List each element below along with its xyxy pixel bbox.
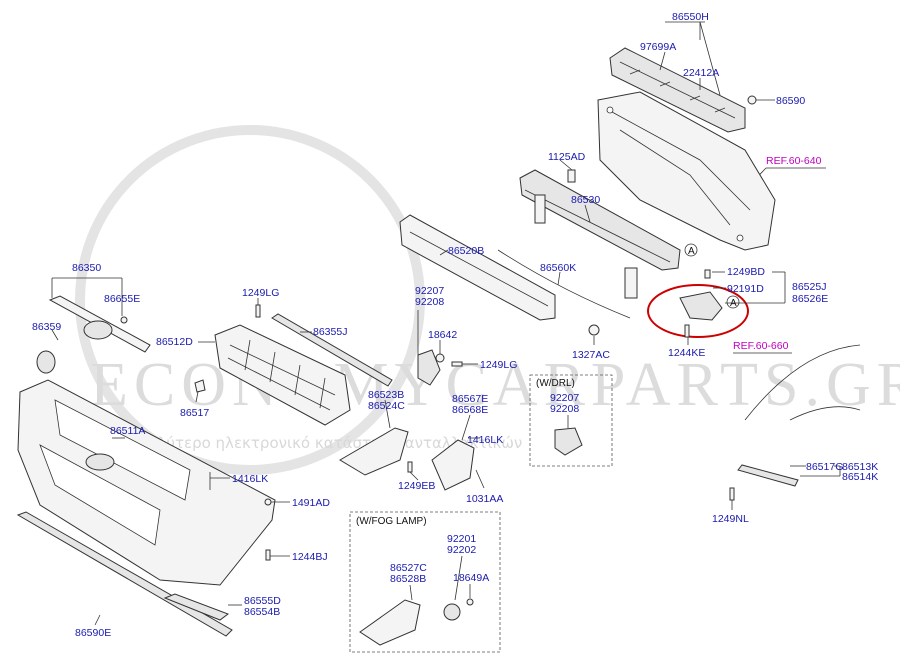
label-86568E[interactable]: 86568E (452, 404, 488, 416)
label-1249LG-b[interactable]: 1249LG (480, 359, 517, 371)
label-97699A[interactable]: 97699A (640, 41, 676, 53)
nut-1327ac-icon (588, 324, 600, 336)
radiator-grille-86512d (214, 324, 351, 426)
label-86655E[interactable]: 86655E (104, 293, 140, 305)
label-92208-b[interactable]: 92208 (550, 403, 579, 415)
front-end-carrier (597, 91, 776, 251)
lower-lip-86590e (16, 511, 233, 637)
label-18649A[interactable]: 18649A (453, 572, 489, 584)
label-18642[interactable]: 18642 (428, 329, 457, 341)
screw-1244bj-icon (265, 549, 271, 561)
emblem-badge (36, 350, 56, 374)
label-1416LK-a[interactable]: 1416LK (467, 434, 503, 446)
highlight-circle (647, 284, 749, 338)
label-1244BJ[interactable]: 1244BJ (292, 551, 328, 563)
label-1416LK-b[interactable]: 1416LK (232, 473, 268, 485)
label-1249EB[interactable]: 1249EB (398, 480, 435, 492)
foam-absorber-86520b (399, 214, 556, 321)
watermark: ECONOMYCARPARTS.GR το μεγαλύτερο ηλεκτρο… (75, 125, 900, 475)
label-92207-a[interactable]: 92207 (415, 285, 444, 297)
clip-1249eb-icon (407, 461, 413, 473)
ref-60-640[interactable]: REF.60-640 (766, 155, 822, 167)
emblem-molding-86350 (48, 295, 151, 353)
label-86359[interactable]: 86359 (32, 321, 61, 333)
bolt-1125ad-icon (567, 169, 576, 183)
label-92201[interactable]: 92201 (447, 533, 476, 545)
fog-lamp-assy (359, 598, 474, 646)
fog-cover-86567e (431, 439, 475, 491)
label-92207-b[interactable]: 92207 (550, 392, 579, 404)
label-86513K[interactable]: 86513K (842, 461, 878, 473)
bracket-86525j (679, 269, 723, 338)
label-92191D[interactable]: 92191D (727, 283, 764, 295)
label-86520B[interactable]: 86520B (448, 245, 484, 257)
watermark-tagline: το μεγαλύτερο ηλεκτρονικό κατάστημα αντα… (98, 434, 522, 452)
fender-outline (744, 344, 861, 421)
label-86523B[interactable]: 86523B (368, 389, 404, 401)
label-86590[interactable]: 86590 (776, 95, 805, 107)
label-1249BD[interactable]: 1249BD (727, 266, 765, 278)
label-92202[interactable]: 92202 (447, 544, 476, 556)
label-1327AC[interactable]: 1327AC (572, 349, 610, 361)
screw-1249lg-b-icon (451, 361, 463, 367)
label-86512D[interactable]: 86512D (156, 336, 193, 348)
label-86525J[interactable]: 86525J (792, 281, 826, 293)
label-86528B[interactable]: 86528B (390, 573, 426, 585)
label-86526E[interactable]: 86526E (792, 293, 828, 305)
label-86514K[interactable]: 86514K (842, 471, 878, 483)
callout-a-1 (684, 243, 698, 257)
screw-1249nl-icon (729, 487, 735, 501)
callout-a-2-text: A (730, 298, 737, 309)
bumper-beam-86530 (519, 169, 681, 299)
label-86550H[interactable]: 86550H (672, 11, 709, 23)
label-86517[interactable]: 86517 (180, 407, 209, 419)
label-86517G[interactable]: 86517G (806, 461, 843, 473)
label-1491AD[interactable]: 1491AD (292, 497, 330, 509)
label-86355J[interactable]: 86355J (313, 326, 347, 338)
label-86524C[interactable]: 86524C (368, 400, 405, 412)
drl-box (529, 374, 613, 467)
fog-lamp-box-title: (W/FOG LAMP) (356, 516, 427, 527)
clip-86517-icon (194, 379, 206, 393)
label-86350[interactable]: 86350 (72, 262, 101, 274)
label-86530[interactable]: 86530 (571, 194, 600, 206)
label-86554B[interactable]: 86554B (244, 606, 280, 618)
label-86555D[interactable]: 86555D (244, 595, 281, 607)
label-1249NL[interactable]: 1249NL (712, 513, 749, 525)
label-86590E[interactable]: 86590E (75, 627, 111, 639)
label-1244KE[interactable]: 1244KE (668, 347, 705, 359)
garnish-86555d (163, 593, 230, 621)
screw-1491ad-icon (264, 498, 272, 506)
label-86527C[interactable]: 86527C (390, 562, 427, 574)
ref-60-660[interactable]: REF.60-660 (733, 340, 789, 352)
label-1125AD[interactable]: 1125AD (548, 151, 586, 163)
callout-a-2 (726, 295, 740, 309)
screw-1249lg-a-icon (255, 304, 261, 318)
fog-cover-86523b (339, 427, 409, 476)
callout-a-1-text: A (688, 246, 695, 257)
label-86511A[interactable]: 86511A (110, 425, 145, 437)
clip-86590-icon (747, 95, 757, 105)
label-92208-a[interactable]: 92208 (415, 296, 444, 308)
drl-box-title: (W/DRL) (536, 378, 575, 389)
fog-lamp-box (349, 511, 501, 653)
label-1249LG-a[interactable]: 1249LG (242, 287, 279, 299)
bracket-86513k (737, 464, 799, 487)
label-22412A[interactable]: 22412A (683, 67, 719, 79)
label-1031AA[interactable]: 1031AA (466, 493, 503, 505)
energy-absorber-86550h (609, 47, 746, 133)
stay-86560k (497, 249, 631, 319)
label-86567E[interactable]: 86567E (452, 393, 488, 405)
bumper-cover-86511a (17, 379, 276, 586)
label-86560K[interactable]: 86560K (540, 262, 576, 274)
drl-lamp (554, 427, 583, 456)
